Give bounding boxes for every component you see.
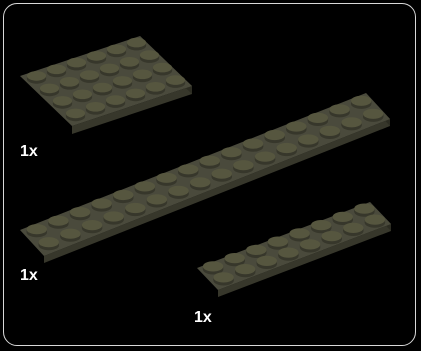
plate-2x16-quantity: 1x [20,268,38,284]
parts-list-panel [3,3,416,346]
plate-2x8-quantity: 1x [194,310,212,326]
plate-4x6-quantity: 1x [20,144,38,160]
